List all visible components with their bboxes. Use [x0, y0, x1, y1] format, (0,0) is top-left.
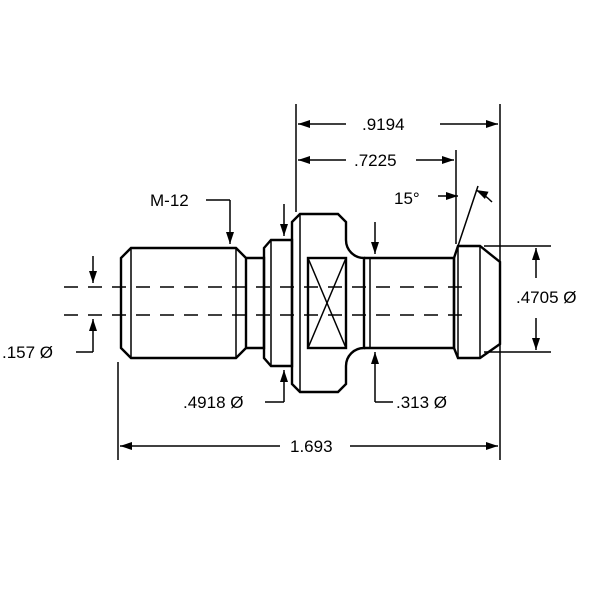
dim-9194-label: .9194 — [362, 115, 405, 134]
thread-section — [119, 246, 248, 360]
angle-label: 15° — [394, 189, 420, 208]
hidden-lines — [64, 286, 470, 316]
dim-thread: M-12 — [150, 191, 234, 244]
dim-7225: .7225 — [298, 150, 457, 244]
body-section — [364, 256, 456, 350]
dim-9194: .9194 — [295, 104, 501, 440]
dim-1693-label: 1.693 — [290, 437, 333, 456]
dim-4705-label: .4705 Ø — [516, 288, 577, 307]
dim-4918: .4918 Ø — [183, 204, 288, 412]
angle-ext-line — [457, 185, 479, 247]
step-section — [262, 238, 294, 368]
wrench-flat — [306, 256, 348, 350]
dim-angle: 15° — [394, 185, 493, 247]
dim-4918-label: .4918 Ø — [183, 393, 244, 412]
dim-313: .313 Ø — [371, 222, 447, 412]
dim-157: .157 Ø — [2, 256, 97, 362]
dim-157-label: .157 Ø — [2, 343, 53, 362]
dim-4705: .4705 Ø — [484, 245, 577, 353]
thread-label: M-12 — [150, 191, 189, 210]
neck-section — [246, 256, 266, 350]
flange-section — [290, 212, 366, 394]
dim-1693: 1.693 — [117, 362, 501, 460]
head-section — [452, 244, 502, 360]
wrench-flat-x-line-2 — [307, 257, 347, 349]
part-outline — [119, 212, 502, 394]
dim-313-label: .313 Ø — [396, 393, 447, 412]
dim-7225-label: .7225 — [354, 151, 397, 170]
